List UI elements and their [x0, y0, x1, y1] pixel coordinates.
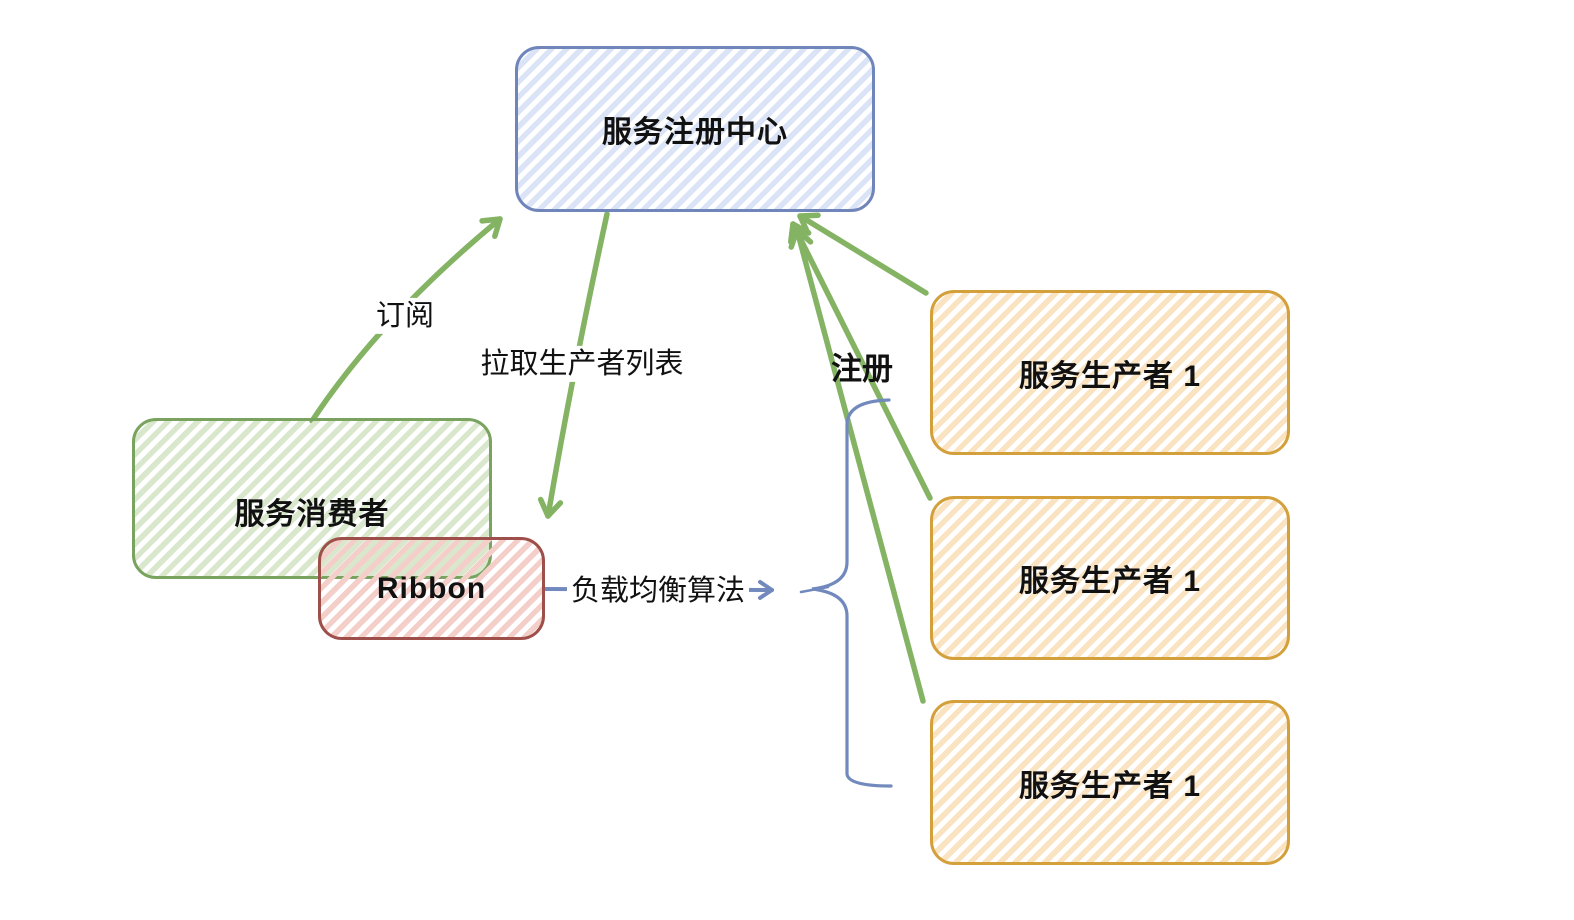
- producers-brace: [811, 398, 893, 788]
- subscribe-edge-label: 订阅: [371, 297, 439, 335]
- producer-2-label: 服务生产者 1: [1018, 565, 1202, 598]
- pull-producer-list-edge-label: 拉取生产者列表: [476, 345, 688, 383]
- producer-3-label: 服务生产者 1: [1018, 769, 1202, 803]
- ribbon-node: Ribbon: [318, 537, 545, 640]
- producer-node-2: 服务生产者 1: [930, 496, 1290, 660]
- producer-node-1: 服务生产者 1: [930, 290, 1290, 455]
- producer-1-label: 服务生产者 1: [1018, 359, 1202, 393]
- register-edge-label: 注册: [831, 351, 893, 387]
- producer-node-3: 服务生产者 1: [930, 700, 1290, 865]
- producers-brace-tick: [799, 585, 830, 594]
- load-balancing-edge-label: 负载均衡算法: [566, 572, 750, 610]
- registry-node: 服务注册中心: [515, 46, 875, 212]
- register-arrow-1: [797, 212, 929, 296]
- register-arrow-2: [788, 221, 933, 501]
- consumer-node: 服务消费者: [132, 418, 492, 579]
- consumer-label: 服务消费者: [234, 498, 390, 531]
- register-arrow-3: [788, 227, 926, 704]
- ribbon-label: Ribbon: [376, 571, 487, 605]
- registry-label: 服务注册中心: [602, 116, 788, 149]
